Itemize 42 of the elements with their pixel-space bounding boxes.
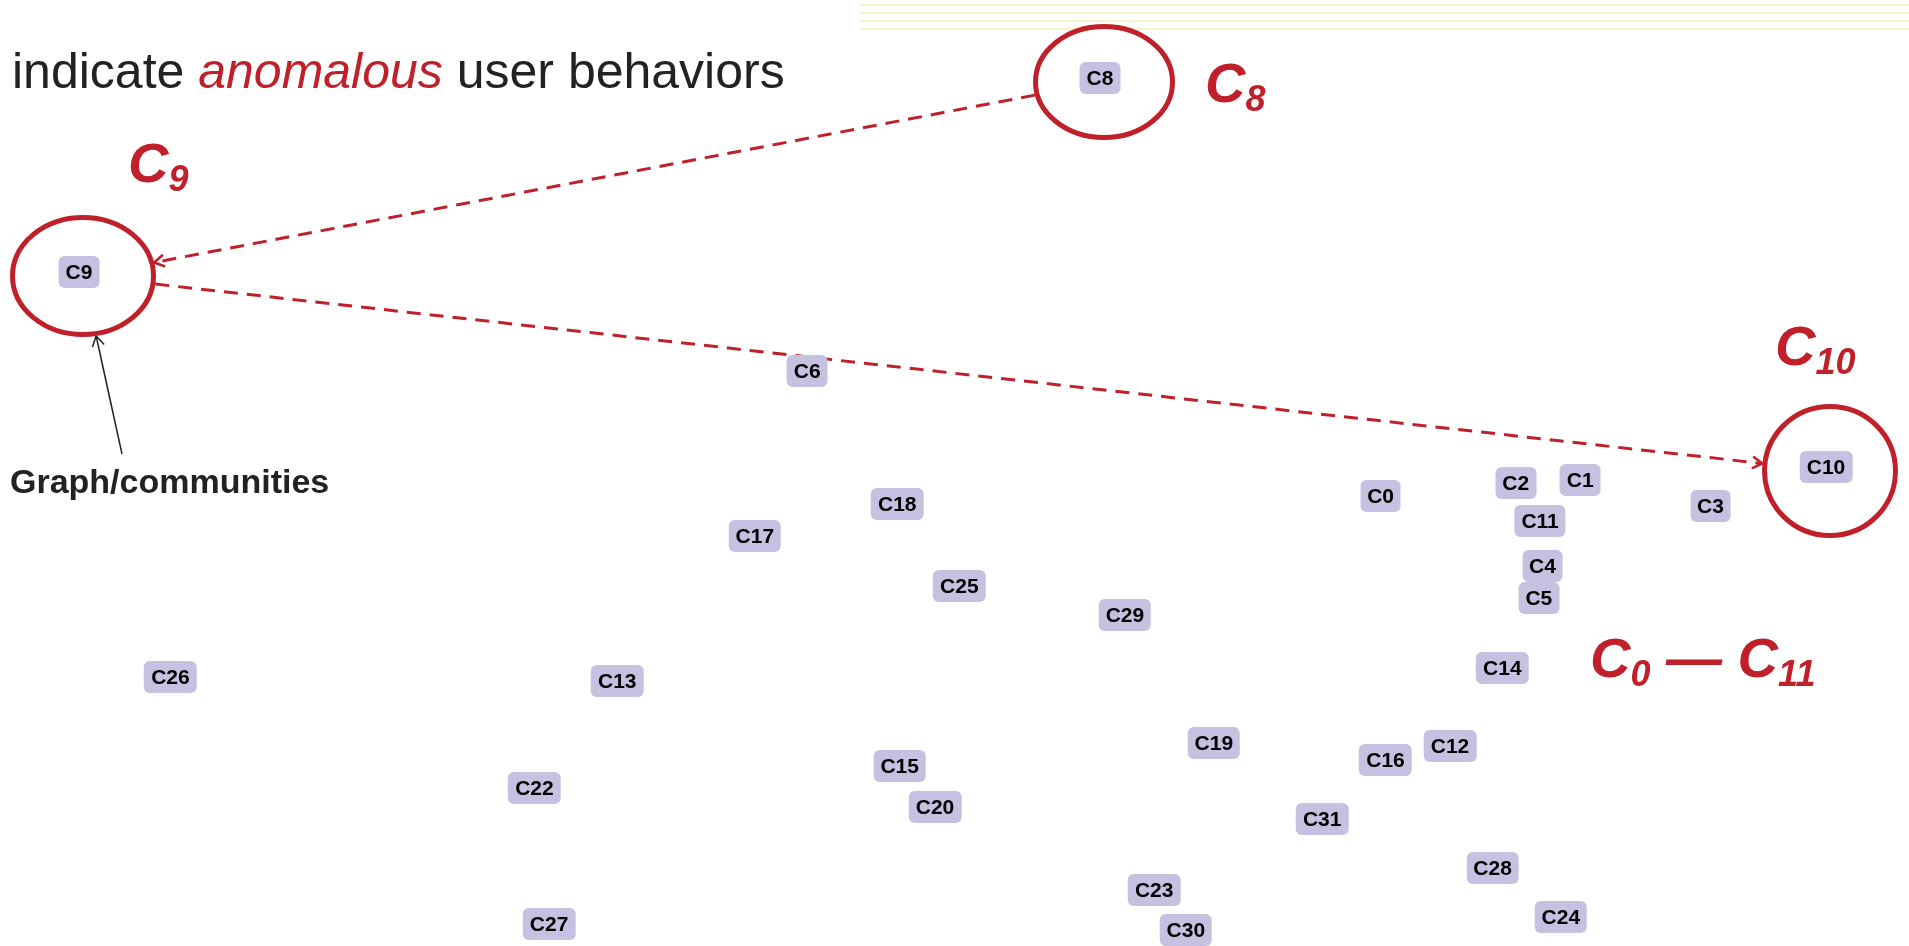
- community-tag: C29: [1098, 598, 1152, 631]
- community-tag: C28: [1466, 852, 1519, 885]
- community-tag: C5: [1518, 581, 1560, 614]
- leader-arrow: [91, 335, 123, 455]
- community-tag: C27: [522, 908, 576, 941]
- community-label: C$_{9}$: [128, 135, 189, 191]
- community-tag: C26: [144, 660, 197, 693]
- graph-label: Graph/communities: [10, 458, 330, 504]
- community-tag: C24: [1534, 900, 1588, 933]
- community-range-label: C$_{0}$ — C$_{11}$: [1590, 630, 1816, 686]
- highlight-circle: [1762, 404, 1898, 538]
- community-tag: C23: [1127, 873, 1181, 906]
- community-tag: C8: [1079, 62, 1121, 94]
- community-tag: C16: [1359, 743, 1412, 776]
- dashed-arrow: [155, 282, 1764, 470]
- community-tag: C30: [1159, 914, 1213, 946]
- community-tag: C18: [871, 488, 924, 521]
- annotation-text: indicate anomalous user behaviors: [12, 46, 785, 96]
- community-tag: C0: [1360, 479, 1402, 512]
- community-tag: C31: [1295, 803, 1349, 836]
- community-tag: C11: [1514, 505, 1566, 538]
- community-tag: C12: [1423, 730, 1477, 763]
- community-tag: C2: [1495, 467, 1537, 500]
- community-tag: C19: [1187, 726, 1241, 759]
- community-tag: C6: [786, 355, 828, 388]
- community-label: C$_{8}$: [1205, 55, 1266, 111]
- community-tag: C22: [508, 771, 561, 804]
- community-tag: C1: [1559, 463, 1601, 496]
- community-tag: C4: [1522, 550, 1563, 583]
- community-tag: C17: [728, 519, 782, 552]
- community-label: C$_{10}$: [1775, 318, 1856, 374]
- community-tag: C15: [873, 749, 926, 782]
- community-tag: C13: [591, 664, 644, 697]
- community-tag: C9: [58, 256, 100, 288]
- community-tag: C3: [1690, 490, 1731, 523]
- highlight-circle: [1033, 24, 1175, 140]
- community-tag: C20: [908, 791, 962, 824]
- community-tag: C10: [1799, 451, 1853, 483]
- community-tag: C25: [933, 569, 986, 602]
- community-tag: C14: [1476, 652, 1529, 685]
- highlight-circle: [10, 215, 156, 337]
- dashed-arrow: [152, 93, 1036, 268]
